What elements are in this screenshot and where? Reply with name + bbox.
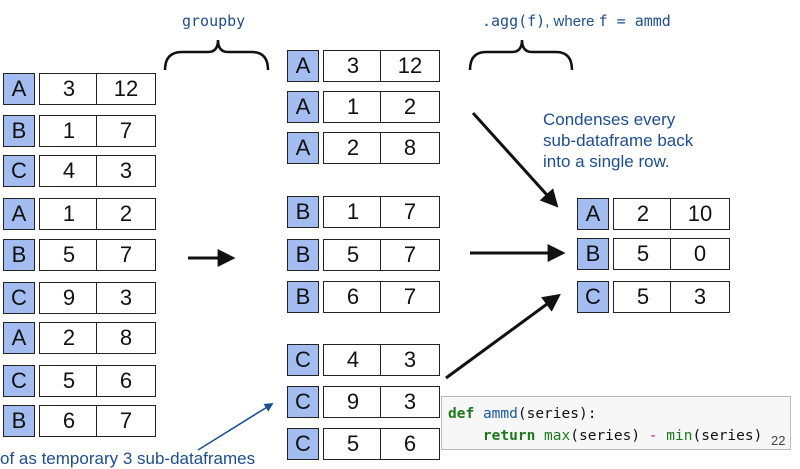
arrow-from-group-a (471, 111, 559, 208)
code-minus: - (648, 428, 658, 444)
code-return-keyword: return (482, 428, 536, 444)
value-cell: 7 (96, 405, 156, 437)
value-cell: 5 (39, 365, 99, 397)
value-cell: 3 (39, 73, 99, 105)
groupby-label: groupby (182, 12, 246, 30)
code-max-call: max (544, 428, 571, 444)
agg-code: .agg(f) (482, 12, 546, 30)
value-cell: 6 (323, 281, 383, 313)
key-cell: C (3, 155, 35, 187)
value-cell: 5 (323, 239, 383, 271)
value-cell: 12 (380, 50, 440, 82)
key-cell: C (287, 386, 319, 418)
agg-where: , where (545, 13, 599, 30)
note-arrow (197, 403, 274, 451)
value-cell: 4 (39, 155, 99, 187)
value-cell: 7 (380, 196, 440, 228)
value-cell: 3 (323, 50, 383, 82)
value-cell: 5 (613, 238, 673, 270)
key-cell: B (3, 405, 35, 437)
page-number: 22 (771, 433, 786, 448)
value-cell: 7 (380, 239, 440, 271)
value-cell: 3 (96, 282, 156, 314)
key-cell: B (287, 196, 319, 228)
key-cell: B (3, 115, 35, 147)
key-cell: A (287, 91, 319, 123)
code-min-arg: (series) (692, 428, 763, 444)
key-cell: B (3, 239, 35, 271)
value-cell: 6 (96, 365, 156, 397)
key-cell: B (287, 239, 319, 271)
value-cell: 7 (380, 281, 440, 313)
ammd-code-block: def ammd(series): return max(series) - m… (441, 396, 791, 450)
value-cell: 1 (323, 91, 383, 123)
value-cell: 3 (670, 281, 730, 313)
value-cell: 1 (39, 115, 99, 147)
value-cell: 6 (39, 405, 99, 437)
key-cell: A (3, 322, 35, 354)
key-cell: C (287, 344, 319, 376)
value-cell: 2 (96, 198, 156, 230)
code-min-call: min (666, 428, 693, 444)
agg-label: .agg(f), where f = ammd (482, 12, 671, 30)
key-cell: C (287, 428, 319, 460)
code-function-name: ammd (482, 406, 518, 422)
key-cell: A (287, 50, 319, 82)
key-cell: A (287, 132, 319, 164)
code-def-keyword: def (448, 406, 475, 422)
value-cell: 3 (380, 386, 440, 418)
value-cell: 3 (96, 155, 156, 187)
groupby-brace (163, 39, 270, 71)
code-params: (series): (517, 406, 597, 422)
key-cell: A (3, 73, 35, 105)
value-cell: 0 (670, 238, 730, 270)
value-cell: 9 (323, 386, 383, 418)
sub-dataframes-note: of as temporary 3 sub-dataframes (0, 449, 256, 468)
value-cell: 7 (96, 115, 156, 147)
condenses-note: Condenses every sub-dataframe back into … (543, 110, 694, 171)
value-cell: 5 (39, 239, 99, 271)
arrow-from-group-c (445, 293, 561, 380)
value-cell: 6 (380, 428, 440, 460)
value-cell: 2 (323, 132, 383, 164)
agg-function: f = ammd (598, 12, 671, 30)
value-cell: 8 (380, 132, 440, 164)
value-cell: 2 (613, 198, 673, 230)
value-cell: 2 (39, 322, 99, 354)
key-cell: B (577, 238, 609, 270)
value-cell: 1 (39, 198, 99, 230)
key-cell: B (287, 281, 319, 313)
value-cell: 7 (96, 239, 156, 271)
value-cell: 3 (380, 344, 440, 376)
key-cell: A (577, 198, 609, 230)
value-cell: 8 (96, 322, 156, 354)
value-cell: 5 (613, 281, 673, 313)
code-max-arg: (series) (570, 428, 641, 444)
value-cell: 10 (670, 198, 730, 230)
value-cell: 1 (323, 196, 383, 228)
agg-brace (468, 39, 574, 71)
key-cell: A (3, 198, 35, 230)
key-cell: C (577, 281, 609, 313)
value-cell: 5 (323, 428, 383, 460)
value-cell: 4 (323, 344, 383, 376)
value-cell: 12 (96, 73, 156, 105)
value-cell: 2 (380, 91, 440, 123)
key-cell: C (3, 365, 35, 397)
key-cell: C (3, 282, 35, 314)
value-cell: 9 (39, 282, 99, 314)
